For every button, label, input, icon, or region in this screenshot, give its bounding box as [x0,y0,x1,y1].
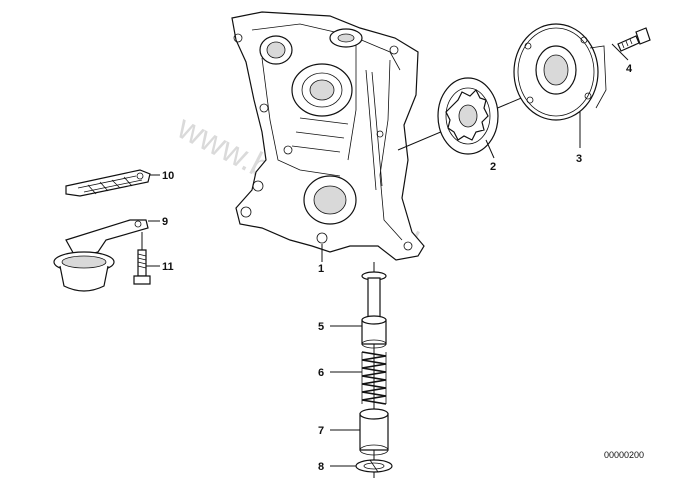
diagram-reference-number: 00000200 [604,450,644,460]
label-part-2: 2 [490,161,496,173]
label-part-9: 9 [162,216,168,228]
cover-bolt [617,27,651,52]
leader-line-2 [485,139,495,159]
circlip [355,459,393,473]
leader-line-4 [611,43,629,61]
label-part-5: 5 [318,321,324,333]
pump-rotor-gear [437,77,499,155]
relief-valve-plunger [361,271,387,319]
label-part-1: 1 [318,263,324,275]
oil-pump-housing [231,11,425,261]
label-part-10: 10 [162,170,174,182]
label-part-4: 4 [626,63,633,75]
oil-pickup-tube [53,219,149,292]
label-part-7: 7 [318,425,324,437]
pump-cover-plate [513,23,607,121]
label-part-8: 8 [318,461,324,473]
valve-sleeve [359,408,389,456]
valve-piston [361,315,387,349]
pickup-bolt [133,232,151,285]
label-part-11: 11 [162,261,174,273]
relief-valve-spring [361,351,387,405]
pickup-gasket [65,169,151,197]
label-part-6: 6 [318,367,324,379]
label-part-3: 3 [576,153,582,165]
